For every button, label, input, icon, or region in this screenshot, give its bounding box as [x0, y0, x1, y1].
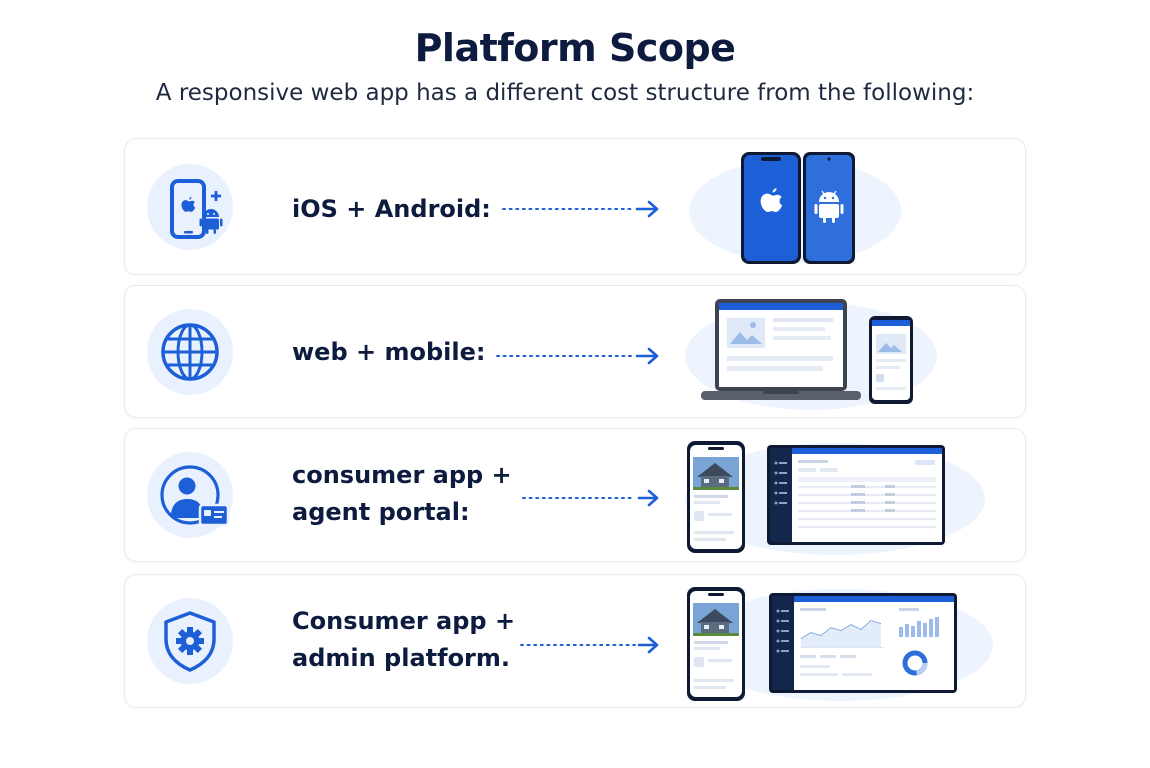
- row-label: iOS + Android:: [292, 195, 491, 223]
- row-consumer-admin: Consumer app + admin platform.: [124, 574, 1026, 708]
- row-web-mobile: web + mobile:: [124, 285, 1026, 418]
- user-id-card-icon: [147, 452, 233, 538]
- row-label-line-2: admin platform.: [292, 644, 511, 673]
- globe-icon: [147, 308, 233, 395]
- phone-and-agent-dashboard-illustration: [675, 435, 985, 562]
- row-ios-android: iOS + Android:: [124, 138, 1026, 275]
- row-label-line-1: consumer app +: [292, 461, 512, 489]
- row-label: web + mobile:: [292, 338, 486, 366]
- dotted-arrow-icon: [521, 488, 691, 508]
- dotted-arrow-icon: [519, 635, 689, 655]
- phone-and-admin-dashboard-illustration: [677, 581, 997, 710]
- row-label: consumer app + agent portal:: [292, 457, 512, 531]
- row-label-line-2: agent portal:: [292, 498, 470, 527]
- page-title: Platform Scope: [414, 26, 736, 70]
- row-label: Consumer app + admin platform.: [292, 603, 515, 677]
- row-label-line-1: Consumer app +: [292, 607, 516, 635]
- laptop-and-phone-illustration: [681, 294, 941, 417]
- page-subtitle: A responsive web app has a different cos…: [155, 80, 975, 106]
- dotted-arrow-icon: [501, 199, 671, 219]
- phone-apple-android-icon: [147, 163, 233, 250]
- shield-gear-icon: [147, 598, 233, 684]
- row-consumer-agent: consumer app + agent portal:: [124, 428, 1026, 562]
- ios-android-phones-illustration: [687, 149, 902, 272]
- dotted-arrow-icon: [495, 346, 665, 366]
